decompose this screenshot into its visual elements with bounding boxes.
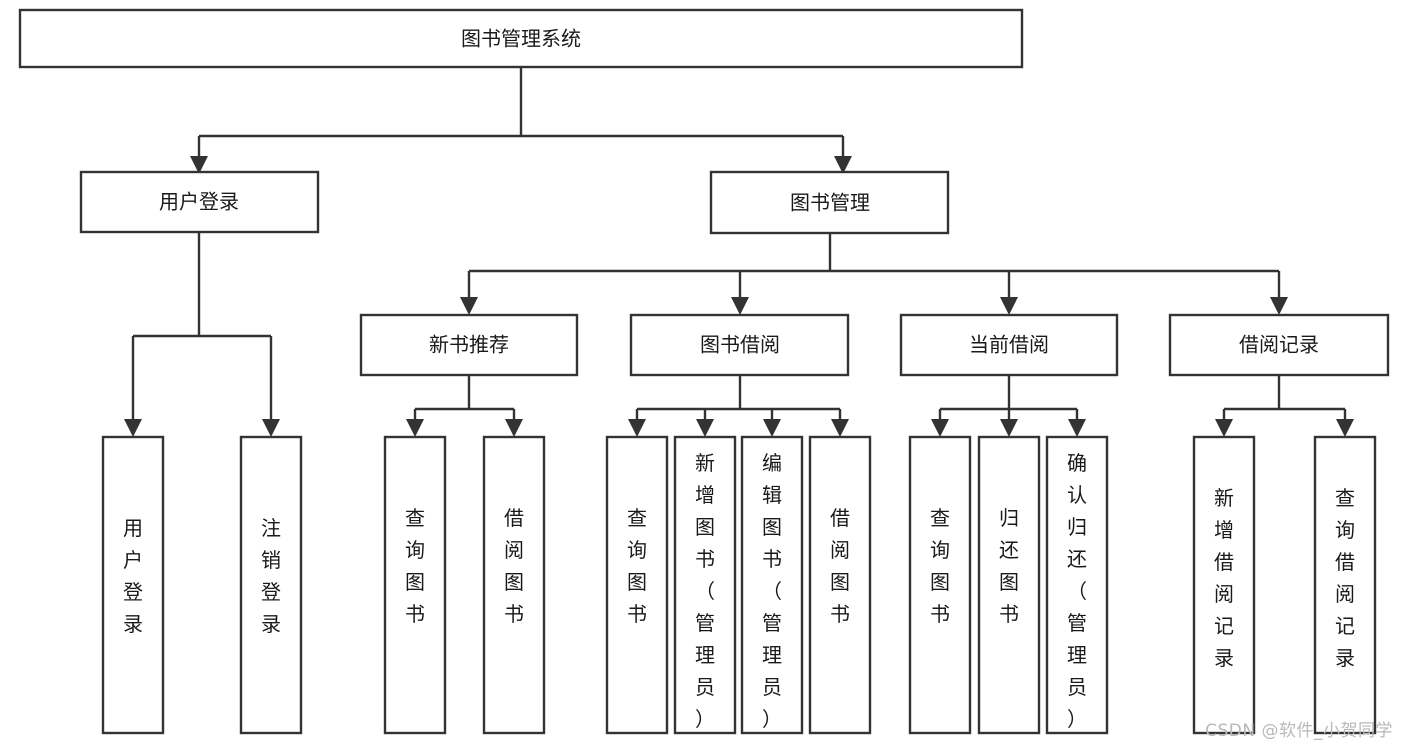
node-label-borrow-record: 借阅记录 <box>1239 333 1319 357</box>
connector-root-to-level2 <box>190 67 852 174</box>
leaf-node-query-borrow-record[interactable]: 查询借阅记录 <box>1313 435 1377 735</box>
node-new-book-recommend[interactable]: 新书推荐 <box>359 313 579 377</box>
leaf-label-query-book-borrow: 查询图书 <box>627 506 647 626</box>
leaf-node-logout[interactable]: 注销登录 <box>239 435 303 735</box>
connector-currentborrow-to-leaves <box>931 375 1086 437</box>
node-label-book-management: 图书管理 <box>790 191 870 215</box>
leaf-node-query-book-current[interactable]: 查询图书 <box>908 435 972 735</box>
leaf-label-logout: 注销登录 <box>261 516 281 636</box>
node-book-management[interactable]: 图书管理 <box>709 170 950 235</box>
connector-newbook-to-leaves <box>406 375 523 437</box>
leaf-label-query-book-current: 查询图书 <box>930 506 950 626</box>
leaf-node-query-book-borrow[interactable]: 查询图书 <box>605 435 669 735</box>
node-label-new-book-recommend: 新书推荐 <box>429 333 509 357</box>
leaf-node-borrow-book[interactable]: 借阅图书 <box>808 435 872 735</box>
connector-bookmgmt-to-level3 <box>460 233 1288 315</box>
node-label-book-management-system: 图书管理系统 <box>461 27 581 51</box>
node-book-borrow[interactable]: 图书借阅 <box>629 313 850 377</box>
leaf-label-borrow-book-recommend: 借阅图书 <box>504 506 524 626</box>
node-label-user-login: 用户登录 <box>159 190 239 214</box>
node-label-current-borrow: 当前借阅 <box>969 333 1049 357</box>
leaf-label-return-book: 归还图书 <box>999 506 1019 626</box>
leaf-label-borrow-book: 借阅图书 <box>830 506 850 626</box>
leaf-node-query-book-recommend[interactable]: 查询图书 <box>383 435 447 735</box>
node-book-management-system[interactable]: 图书管理系统 <box>18 8 1024 69</box>
node-borrow-record[interactable]: 借阅记录 <box>1168 313 1390 377</box>
leaf-label-query-borrow-record: 查询借阅记录 <box>1335 486 1355 670</box>
leaf-label-user-login: 用户登录 <box>123 516 143 636</box>
node-user-login[interactable]: 用户登录 <box>79 170 320 234</box>
node-label-book-borrow: 图书借阅 <box>700 333 780 357</box>
leaf-label-edit-book-admin: 编辑图书（管理员） <box>762 451 782 731</box>
leaf-node-edit-book-admin[interactable]: 编辑图书（管理员） <box>740 435 804 735</box>
leaf-node-return-book[interactable]: 归还图书 <box>977 435 1041 735</box>
connector-userlogin-to-leaves <box>124 232 280 437</box>
leaf-label-query-book-recommend: 查询图书 <box>405 506 425 626</box>
connector-bookborrow-to-leaves <box>628 375 849 437</box>
leaf-label-add-book-admin: 新增图书（管理员） <box>695 451 715 731</box>
leaf-node-confirm-return-admin[interactable]: 确认归还（管理员） <box>1045 435 1109 735</box>
leaf-node-borrow-book-recommend[interactable]: 借阅图书 <box>482 435 546 735</box>
node-current-borrow[interactable]: 当前借阅 <box>899 313 1119 377</box>
leaf-node-add-borrow-record[interactable]: 新增借阅记录 <box>1192 435 1256 735</box>
csdn-watermark: CSDN @软件_小贺同学 <box>1205 721 1393 741</box>
leaf-label-add-borrow-record: 新增借阅记录 <box>1214 486 1234 670</box>
leaf-node-add-book-admin[interactable]: 新增图书（管理员） <box>673 435 737 735</box>
leaf-label-confirm-return-admin: 确认归还（管理员） <box>1067 451 1087 731</box>
leaf-node-user-login[interactable]: 用户登录 <box>101 435 165 735</box>
connector-borrowrecord-to-leaves <box>1215 375 1354 437</box>
